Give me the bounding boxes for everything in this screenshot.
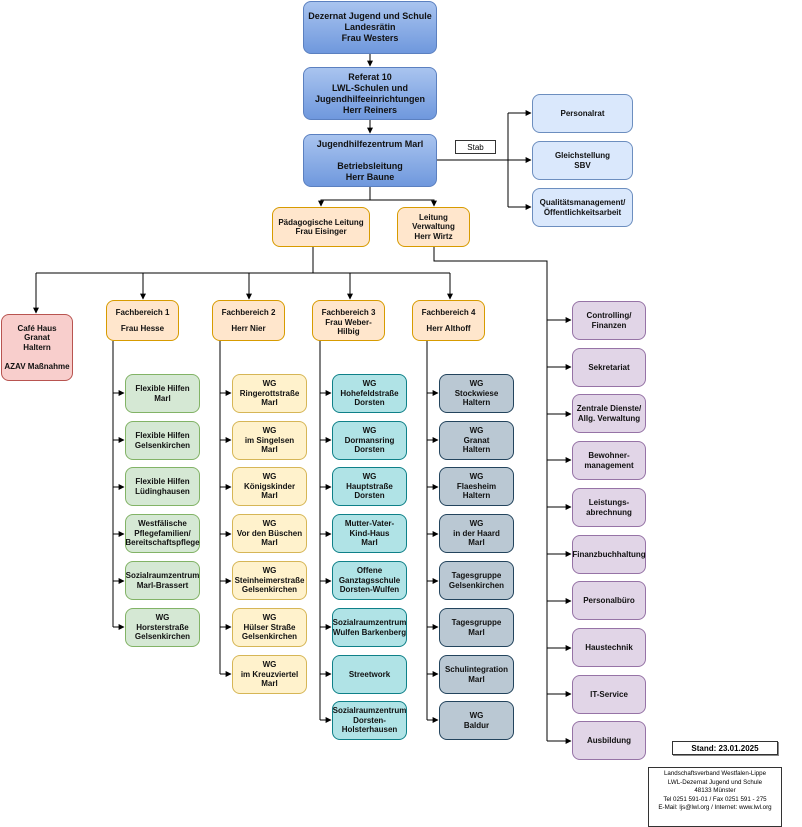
fachbereich-title: Fachbereich 2 xyxy=(221,308,276,317)
fb3-item[interactable]: WG Hohefeldstraße Dorsten xyxy=(332,374,407,413)
stand-date-label: Stand: 23.01.2025 xyxy=(672,741,778,755)
verwaltung-item[interactable]: Controlling/ Finanzen xyxy=(572,301,646,340)
fb4-item[interactable]: WG Baldur xyxy=(439,701,514,740)
verwaltung-item[interactable]: Bewohner- management xyxy=(572,441,646,480)
verwaltung-item[interactable]: Haustechnik xyxy=(572,628,646,667)
leitung-verwaltung-box[interactable]: Leitung Verwaltung Herr Wirtz xyxy=(397,207,470,247)
dezernat-box[interactable]: Dezernat Jugend und Schule Landesrätin F… xyxy=(303,1,437,54)
fachbereich-lead: Herr Althoff xyxy=(426,323,471,333)
fb4-item[interactable]: Schulintegration Marl xyxy=(439,655,514,694)
fb4-item[interactable]: Tagesgruppe Marl xyxy=(439,608,514,647)
fb4-item[interactable]: WG Flaesheim Haltern xyxy=(439,467,514,506)
footer-line: Tel 0251 591-01 / Fax 0251 591 - 275 xyxy=(663,795,767,803)
fb2-item[interactable]: WG Ringerottstraße Marl xyxy=(232,374,307,413)
referat-box[interactable]: Referat 10 LWL-Schulen und Jugendhilfeei… xyxy=(303,67,437,120)
fb1-item[interactable]: Westfälische Pflegefamilien/ Bereitschaf… xyxy=(125,514,200,553)
fachbereich-title: Fachbereich 4 xyxy=(421,308,476,317)
fb1-item[interactable]: Flexible Hilfen Lüdinghausen xyxy=(125,467,200,506)
fachbereich-lead: Herr Nier xyxy=(231,323,266,333)
fb4-item[interactable]: WG Stockwiese Haltern xyxy=(439,374,514,413)
verwaltung-item[interactable]: Finanzbuchhaltung xyxy=(572,535,646,574)
verwaltung-item[interactable]: Sekretariat xyxy=(572,348,646,387)
fachbereich-title: Fachbereich 3 xyxy=(321,308,376,317)
fb2-item[interactable]: WG Steinheimerstraße Gelsenkirchen xyxy=(232,561,307,600)
verwaltung-item[interactable]: IT-Service xyxy=(572,675,646,714)
footer-line: 48133 Münster xyxy=(694,787,736,795)
zentrum-box[interactable]: Jugendhilfezentrum Marl Betriebsleitung … xyxy=(303,134,437,187)
fachbereich-2-box[interactable]: Fachbereich 2 Herr Nier xyxy=(212,300,285,341)
fachbereich-lead: Frau Weber-Hilbig xyxy=(325,317,372,337)
fb3-item[interactable]: WG Dormansring Dorsten xyxy=(332,421,407,460)
fb3-item[interactable]: Mutter-Vater- Kind-Haus Marl xyxy=(332,514,407,553)
footer-line: LWL-Dezernat Jugend und Schule xyxy=(667,778,763,786)
fb2-item[interactable]: WG im Kreuzviertel Marl xyxy=(232,655,307,694)
verwaltung-item[interactable]: Personalbüro xyxy=(572,581,646,620)
verwaltung-item[interactable]: Ausbildung xyxy=(572,721,646,760)
fb4-item[interactable]: WG in der Haard Marl xyxy=(439,514,514,553)
fb1-item[interactable]: Flexible Hilfen Marl xyxy=(125,374,200,413)
footer-line: Landschaftsverband Westfalen-Lippe xyxy=(663,770,767,777)
fb4-item[interactable]: WG Granat Haltern xyxy=(439,421,514,460)
footer-line: E-Mail: ljs@lwl.org / Internet: www.lwl.… xyxy=(658,804,772,812)
personalrat-box[interactable]: Personalrat xyxy=(532,94,633,133)
fb2-item[interactable]: WG Königskinder Marl xyxy=(232,467,307,506)
verwaltung-item[interactable]: Leistungs- abrechnung xyxy=(572,488,646,527)
fb1-item[interactable]: WG Horsterstraße Gelsenkirchen xyxy=(125,608,200,647)
fb3-item[interactable]: Offene Ganztagsschule Dorsten-Wulfen xyxy=(332,561,407,600)
paedagogische-leitung-box[interactable]: Pädagogische Leitung Frau Eisinger xyxy=(272,207,370,247)
fb3-item[interactable]: Streetwork xyxy=(332,655,407,694)
fachbereich-1-box[interactable]: Fachbereich 1 Frau Hesse xyxy=(106,300,179,341)
cafe-haus-granat-box[interactable]: Café Haus Granat Haltern AZAV Maßnahme xyxy=(1,314,73,381)
fachbereich-title: Fachbereich 1 xyxy=(115,308,170,317)
fb1-item[interactable]: Flexible Hilfen Gelsenkirchen xyxy=(125,421,200,460)
fb3-item[interactable]: WG Hauptstraße Dorsten xyxy=(332,467,407,506)
fb2-item[interactable]: WG im Singelsen Marl xyxy=(232,421,307,460)
stab-label: Stab xyxy=(455,140,496,154)
fb3-item[interactable]: Sozialraumzentrum Dorsten- Holsterhausen xyxy=(332,701,407,740)
fachbereich-lead: Frau Hesse xyxy=(120,323,165,333)
gleichstellung-box[interactable]: Gleichstellung SBV xyxy=(532,141,633,180)
fb2-item[interactable]: WG Vor den Büschen Marl xyxy=(232,514,307,553)
verwaltung-item[interactable]: Zentrale Dienste/ Allg. Verwaltung xyxy=(572,394,646,433)
qualitaetsmanagement-box[interactable]: Qualitätsmanagement/ Öffentlichkeitsarbe… xyxy=(532,188,633,227)
fachbereich-3-box[interactable]: Fachbereich 3 Frau Weber-Hilbig xyxy=(312,300,385,341)
fb3-item[interactable]: Sozialraumzentrum Wulfen Barkenberg xyxy=(332,608,407,647)
fb4-item[interactable]: Tagesgruppe Gelsenkirchen xyxy=(439,561,514,600)
fachbereich-4-box[interactable]: Fachbereich 4 Herr Althoff xyxy=(412,300,485,341)
fb1-item[interactable]: Sozialraumzentrum Marl-Brassert xyxy=(125,561,200,600)
footer-address: Landschaftsverband Westfalen-Lippe LWL-D… xyxy=(648,767,782,827)
fb2-item[interactable]: WG Hülser Straße Gelsenkirchen xyxy=(232,608,307,647)
